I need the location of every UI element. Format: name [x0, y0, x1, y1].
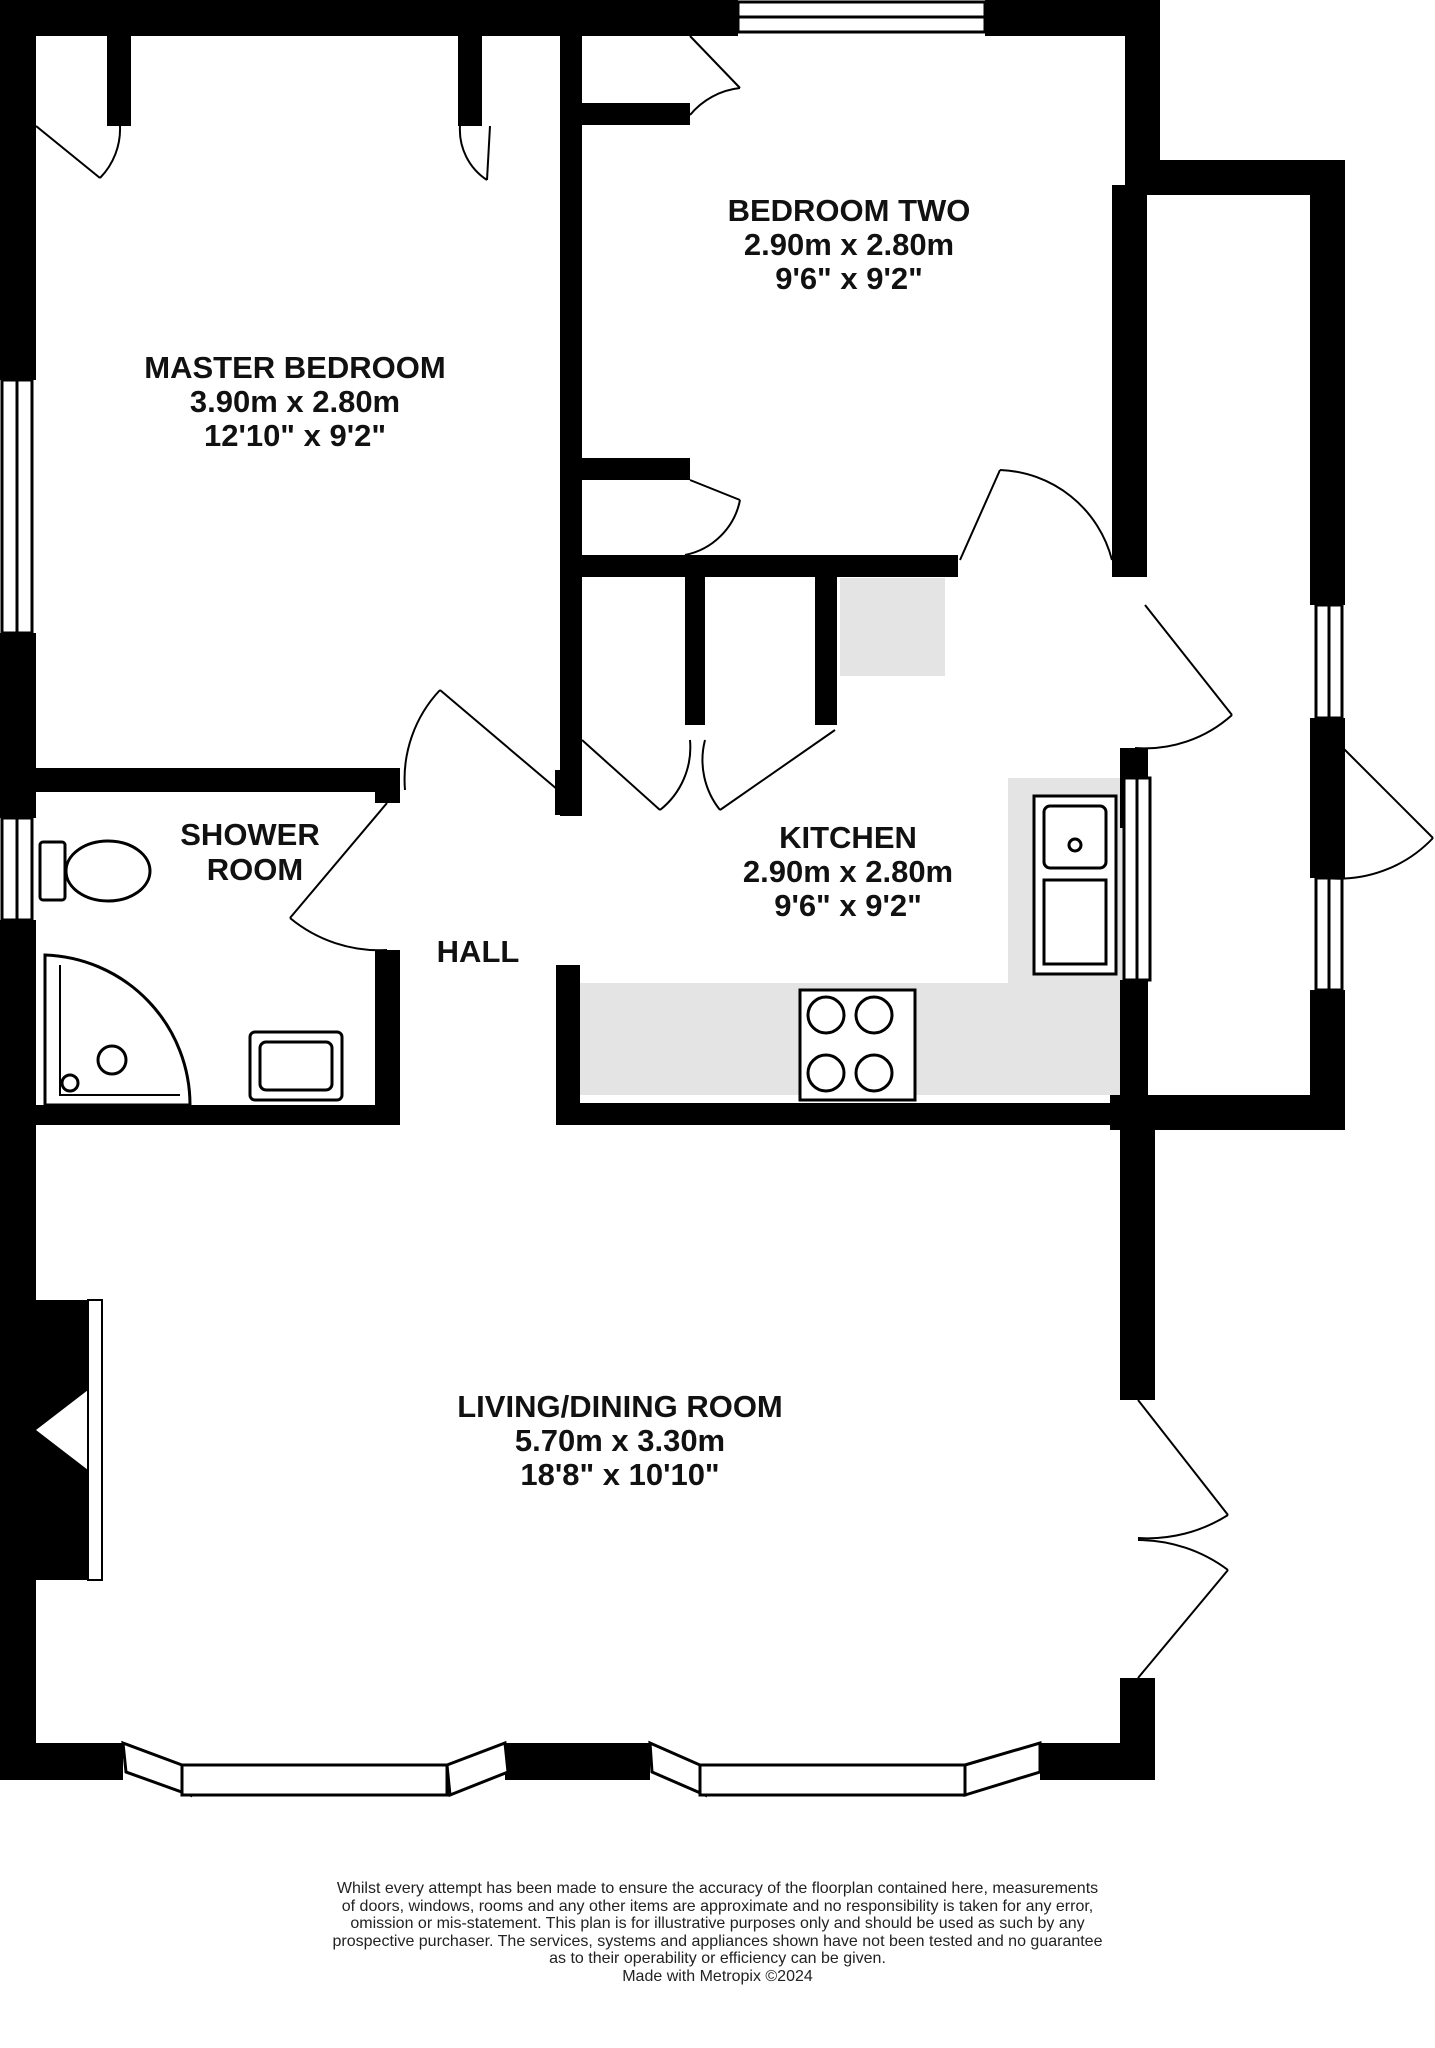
disclaimer-line: Whilst every attempt has been made to en… [336, 1880, 1099, 1897]
master-bedroom-imperial: 12'10" x 9'2" [204, 418, 386, 453]
living-dining-metric: 5.70m x 3.30m [515, 1423, 725, 1458]
shower-tray-icon [43, 953, 192, 1107]
bedroom-two-metric: 2.90m x 2.80m [744, 227, 954, 262]
fireplace [36, 1299, 103, 1581]
shower-room-name-line1: SHOWER [180, 817, 320, 852]
walls [0, 0, 1345, 1780]
bedroom-two-imperial: 9'6" x 9'2" [775, 261, 923, 296]
toilet-icon [38, 839, 152, 903]
kitchen-imperial: 9'6" x 9'2" [774, 888, 922, 923]
hall-name: HALL [437, 934, 520, 969]
room-labels: MASTER BEDROOM 3.90m x 2.80m 12'10" x 9'… [144, 193, 970, 1492]
disclaimer: Whilst every attempt has been made to en… [150, 1880, 1285, 1985]
basin-icon [248, 1030, 344, 1102]
hob-icon [798, 988, 917, 1102]
disclaimer-line: as to their operability or efficiency ca… [549, 1950, 886, 1967]
disclaimer-line: of doors, windows, rooms and any other i… [341, 1897, 1094, 1915]
disclaimer-line: omission or mis-statement. This plan is … [350, 1915, 1085, 1932]
master-bedroom-name: MASTER BEDROOM [144, 350, 445, 385]
credit: Made with Metropix ©2024 [622, 1967, 813, 1985]
shower-room-name-line2: ROOM [207, 852, 303, 887]
master-bedroom-metric: 3.90m x 2.80m [190, 384, 400, 419]
bedroom-two-name: BEDROOM TWO [728, 193, 971, 228]
disclaimer-line: prospective purchaser. The services, sys… [332, 1932, 1103, 1950]
living-dining-imperial: 18'8" x 10'10" [520, 1457, 719, 1492]
doors [35, 35, 1434, 1679]
living-dining-name: LIVING/DINING ROOM [457, 1389, 783, 1424]
windows [0, 0, 1344, 1798]
sink-icon [1032, 794, 1118, 976]
kitchen-metric: 2.90m x 2.80m [743, 854, 953, 889]
kitchen-name: KITCHEN [779, 820, 917, 855]
